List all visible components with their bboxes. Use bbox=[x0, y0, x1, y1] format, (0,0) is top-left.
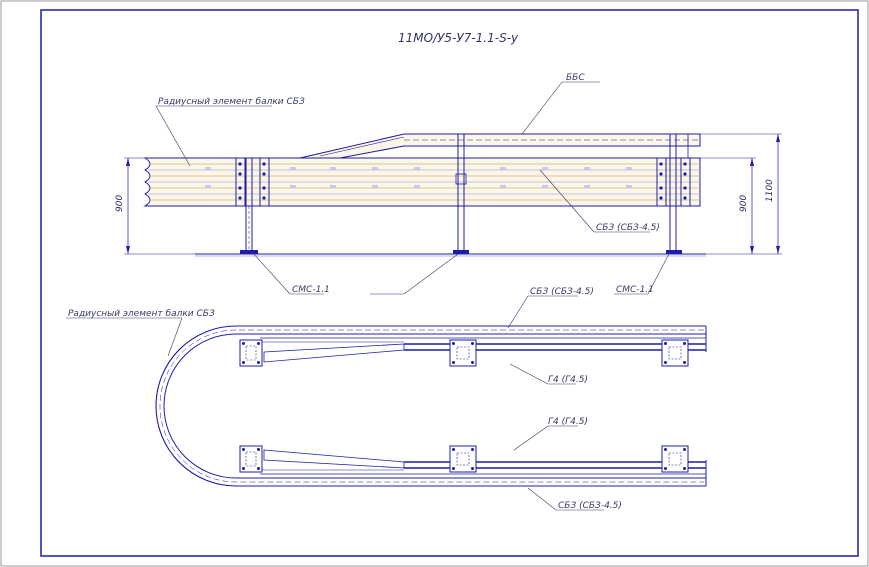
dimension-right-inner: 900 bbox=[700, 157, 782, 255]
label-sbz-top-plan: СБЗ (СБЗ-4.5) bbox=[507, 287, 594, 329]
drawing-frame bbox=[40, 9, 859, 557]
base-plate-bottom-middle bbox=[449, 445, 477, 473]
post-left-group bbox=[235, 157, 270, 254]
label-radius-element-plan: Радиусный элемент балки СБЗ bbox=[66, 309, 215, 357]
dimension-right-outer: 1100 bbox=[700, 133, 782, 254]
base-plate-bottom-right bbox=[661, 445, 689, 473]
label-sbz-bottom-plan: СБЗ (СБЗ-4.5) bbox=[527, 487, 622, 511]
label-radius-element-elevation: Радиусный элемент балки СБЗ bbox=[155, 97, 305, 167]
dim-left-text: 900 bbox=[115, 195, 125, 212]
label-g4-bottom-plan: Г4 (Г4.5) bbox=[513, 417, 588, 451]
dimension-left: 900 bbox=[115, 157, 195, 255]
radius-beam-inner bbox=[163, 333, 706, 479]
svg-text:СБЗ (СБЗ-4.5): СБЗ (СБЗ-4.5) bbox=[558, 501, 622, 511]
label-g4-top-plan: Г4 (Г4.5) bbox=[509, 363, 588, 385]
drawing-title: 11МО/У5-У7-1.1-S-у bbox=[398, 31, 519, 45]
svg-text:СБЗ (СБЗ-4.5): СБЗ (СБЗ-4.5) bbox=[596, 223, 660, 233]
svg-text:Радиусный элемент балки СБЗ: Радиусный элемент балки СБЗ bbox=[68, 309, 215, 319]
svg-text:Г4 (Г4.5): Г4 (Г4.5) bbox=[548, 375, 588, 385]
svg-text:СБЗ (СБЗ-4.5): СБЗ (СБЗ-4.5) bbox=[530, 287, 594, 297]
dim-right-outer-text: 1100 bbox=[765, 179, 775, 202]
base-plate-bottom-left bbox=[239, 445, 263, 473]
post-right-group bbox=[656, 134, 691, 254]
label-bbs: ББС bbox=[521, 73, 600, 135]
base-plate-top-left bbox=[239, 339, 263, 367]
w-beam-sbz bbox=[143, 157, 701, 207]
svg-text:Радиусный элемент балки СБЗ: Радиусный элемент балки СБЗ bbox=[158, 97, 305, 107]
label-post-right: СМС-1.1 bbox=[614, 251, 671, 295]
svg-text:СМС-1.1: СМС-1.1 bbox=[292, 285, 330, 295]
radius-beam-outer bbox=[155, 325, 706, 487]
post-middle bbox=[453, 134, 469, 254]
base-plate-top-right bbox=[661, 339, 689, 367]
svg-text:Г4 (Г4.5): Г4 (Г4.5) bbox=[548, 417, 588, 427]
label-sbz-elevation: СБЗ (СБЗ-4.5) bbox=[539, 169, 660, 233]
svg-text:ББС: ББС bbox=[566, 73, 585, 83]
elevation-view: 900 900 1100 Радиусный элемент балки СБЗ bbox=[115, 73, 782, 295]
base-plate-top-middle bbox=[449, 339, 477, 367]
label-post-left: СМС-1.1 bbox=[251, 251, 330, 295]
dim-right-inner-text: 900 bbox=[739, 195, 749, 212]
label-post-middle bbox=[370, 253, 459, 295]
svg-text:СМС-1.1: СМС-1.1 bbox=[616, 285, 654, 295]
plan-view: Радиусный элемент балки СБЗ СБЗ (СБЗ-4.5… bbox=[66, 287, 707, 511]
